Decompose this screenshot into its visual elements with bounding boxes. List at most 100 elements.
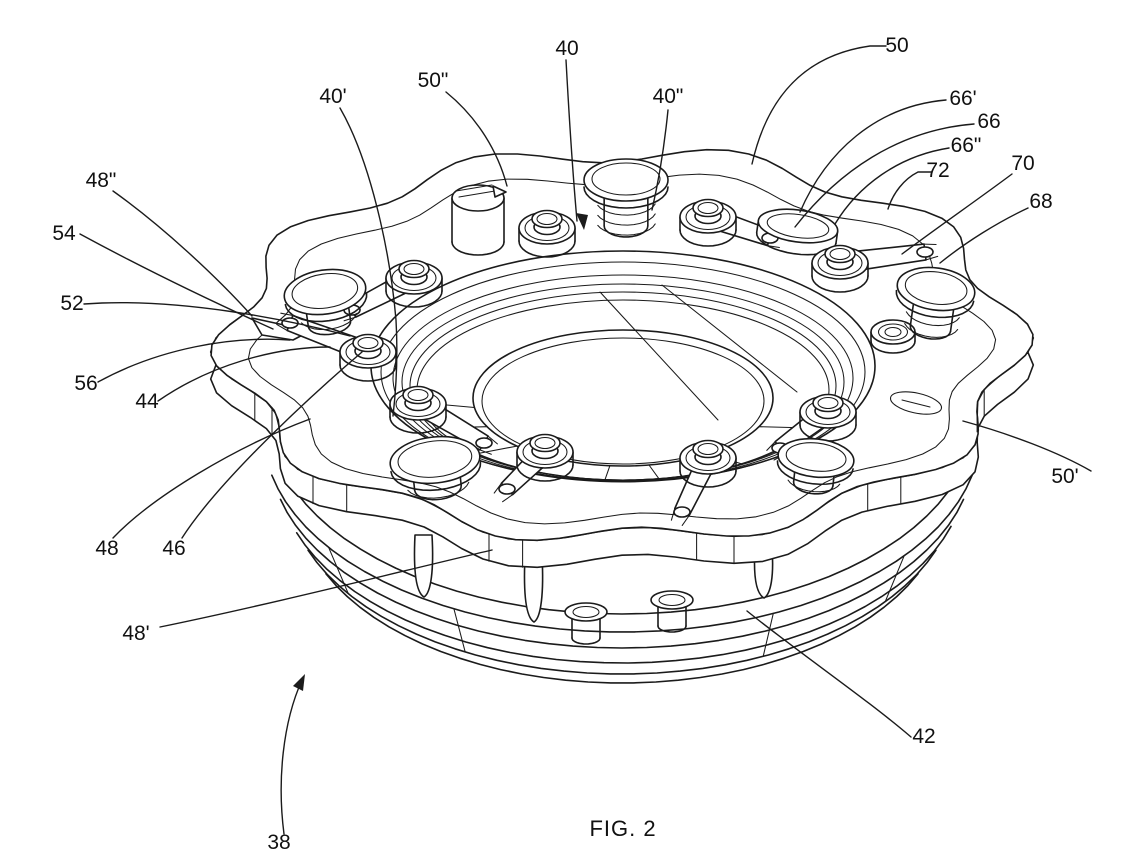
vane-line	[476, 445, 518, 455]
leader-n46	[181, 351, 363, 539]
ring-bushing	[870, 319, 916, 354]
washer-cap	[583, 158, 669, 238]
roller-rivet-bushing	[339, 333, 397, 382]
leader-n68	[939, 207, 1029, 264]
base-seam-line	[328, 547, 349, 595]
washer-cap	[776, 437, 855, 495]
plate-inner-contour	[247, 173, 997, 525]
roller-rivet-bushing	[799, 393, 857, 442]
bore-inner-edge	[481, 337, 765, 465]
leader-n52	[83, 301, 351, 337]
ref-label-n66pp: 66"	[951, 134, 982, 157]
stud-collar	[650, 590, 694, 610]
ref-label-n72: 72	[926, 159, 949, 182]
washer-cap	[389, 435, 482, 501]
ref-label-n48pp: 48"	[86, 169, 117, 192]
fork-socket	[475, 437, 493, 449]
leader-n56	[97, 338, 291, 383]
fork-socket	[916, 246, 934, 258]
leader-n40	[565, 59, 578, 222]
leader-lines	[79, 45, 1092, 835]
roller-rivet-bushing	[516, 433, 574, 482]
roller-rivet-bushing	[679, 198, 737, 247]
roller-rivet-bushing	[518, 209, 576, 258]
leader-n48	[112, 418, 311, 539]
leader-n66p	[799, 99, 947, 213]
vane-line	[648, 464, 660, 480]
leader-n66	[794, 123, 975, 228]
roller-bushings	[283, 158, 976, 501]
ref-label-n44: 44	[135, 390, 159, 413]
ref-label-n40pp: 40"	[653, 85, 684, 108]
roller-rivet-bushing	[679, 439, 737, 488]
plate-oval-slot	[889, 391, 943, 415]
ref-label-n68: 68	[1029, 190, 1052, 213]
base-ring-arc	[279, 498, 965, 649]
unison-ring-plate	[209, 148, 1035, 569]
figure-caption: FIG. 2	[589, 816, 656, 841]
ref-label-n38: 38	[267, 831, 290, 850]
ref-label-n48: 48	[95, 537, 118, 560]
roller-rivet-bushing	[385, 259, 443, 308]
leader-n54	[79, 233, 274, 330]
base-ring-arc	[307, 549, 937, 675]
fork-socket	[498, 483, 516, 495]
ref-label-n50pp: 50"	[418, 69, 449, 92]
leader-n44	[157, 346, 331, 402]
base-seam-line	[453, 608, 466, 653]
leader-n48p	[159, 549, 493, 628]
opening-wall-ring	[380, 261, 866, 483]
leader-n66pp	[834, 147, 950, 225]
vane-chord	[599, 291, 719, 421]
fork-socket	[673, 506, 691, 518]
hanging-tab	[523, 555, 544, 623]
stud-top	[572, 605, 600, 619]
base-ring-arc	[325, 573, 919, 684]
roller-rivet-bushing	[389, 385, 447, 434]
stud-top	[658, 593, 686, 607]
arrowhead-40	[576, 213, 588, 230]
washer-cap	[895, 266, 976, 340]
bore-edge	[472, 329, 774, 467]
leader-n40pp	[651, 109, 669, 211]
leader-n42	[746, 610, 912, 738]
stud-bottom	[571, 637, 601, 645]
roller-rivet-bushing	[811, 244, 869, 293]
leader-n70	[901, 173, 1013, 255]
ref-label-n54: 54	[52, 222, 76, 245]
base-ring-arc	[279, 464, 965, 615]
ref-label-n66p: 66'	[949, 87, 976, 110]
leader-n50pp	[445, 91, 508, 187]
leader-n50p	[962, 420, 1092, 472]
ref-label-n42: 42	[912, 725, 935, 748]
slot-wedge	[492, 185, 507, 198]
ref-label-n48p: 48'	[122, 622, 149, 645]
ref-label-n40p: 40'	[319, 85, 346, 108]
slot-lines	[455, 184, 496, 198]
plate-oval-slot-line	[901, 399, 931, 408]
stud-bottom	[657, 625, 687, 633]
vane-chord	[661, 284, 798, 393]
base-seam-line	[762, 612, 774, 657]
leader-n40p	[339, 107, 398, 417]
base-seam-line	[884, 555, 905, 603]
ref-label-n70: 70	[1011, 152, 1034, 175]
leader-n50	[751, 45, 887, 165]
leader-n38	[280, 679, 303, 835]
shroud-ring	[392, 274, 854, 482]
slotted-cylinder-spacer	[451, 184, 507, 256]
ref-label-n56: 56	[74, 372, 97, 395]
washer-cap	[283, 268, 368, 336]
leader-n72	[887, 171, 933, 210]
ref-label-n52: 52	[60, 292, 83, 315]
leader-n48pp	[112, 190, 253, 317]
arrowhead-38	[293, 674, 305, 691]
ref-label-n46: 46	[162, 537, 185, 560]
vane-line	[604, 465, 611, 481]
ref-label-n40: 40	[555, 37, 578, 60]
flat-pin-bushing	[755, 208, 839, 256]
stud-collar	[564, 602, 608, 622]
